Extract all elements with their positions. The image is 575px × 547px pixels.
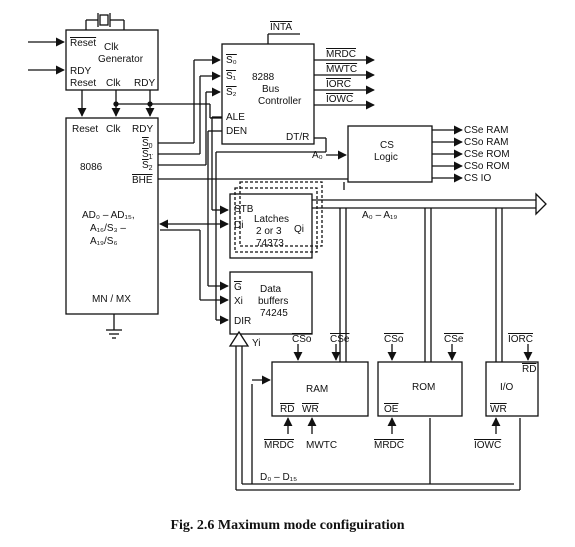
data-buffers-box bbox=[229, 271, 313, 335]
latches-box bbox=[229, 193, 313, 259]
bus-ctrl-ale-label: ALE bbox=[226, 112, 245, 123]
cs-out-2: CSo RAM bbox=[464, 137, 508, 148]
data-bus-label: D₀ – D₁₅ bbox=[260, 472, 297, 483]
buffers-line2: buffers bbox=[258, 296, 288, 307]
crystal-icon bbox=[85, 13, 125, 30]
rom-oe-label: OE bbox=[384, 404, 399, 415]
buffers-line1: Data bbox=[260, 284, 282, 295]
cmd-mwtc: MWTC bbox=[326, 64, 357, 75]
io-iorc-label: IORC bbox=[508, 334, 533, 345]
bus-ctrl-name-2: Bus bbox=[262, 84, 279, 95]
bus-ctrl-s1-label: S₁ bbox=[226, 71, 237, 82]
cpu-rdy-label: RDY bbox=[132, 124, 153, 135]
latches-line1: Latches bbox=[254, 214, 289, 225]
buffers-yi-label: Yi bbox=[252, 338, 261, 349]
bus-ctrl-den-label: DEN bbox=[226, 126, 247, 137]
cs-out-1: CSe RAM bbox=[464, 125, 508, 136]
cmd-iorc: IORC bbox=[326, 79, 351, 90]
clk-out-reset-label: Reset bbox=[70, 78, 96, 89]
cpu-clk-label: Clk bbox=[106, 124, 121, 135]
buffers-xi-label: Xi bbox=[234, 296, 243, 307]
ram-rd-label: RD bbox=[280, 404, 294, 415]
maximum-mode-diagram: Reset Clk Generator RDY Reset Clk RDY Re… bbox=[28, 13, 547, 491]
ram-cse-label: CSe bbox=[330, 334, 350, 345]
clk-reset-in-label: Reset bbox=[70, 38, 96, 49]
rom-name: ROM bbox=[412, 382, 435, 393]
latches-line3: 74373 bbox=[256, 238, 284, 249]
rom-cso-label: CSo bbox=[384, 334, 404, 345]
buffers-line3: 74245 bbox=[260, 308, 288, 319]
ram-cso-label: CSo bbox=[292, 334, 312, 345]
rom-box bbox=[377, 361, 463, 417]
io-wr-label: WR bbox=[490, 404, 507, 415]
address-bus-label: A₀ – A₁₉ bbox=[362, 210, 397, 221]
cpu-bhe-label: BHE bbox=[132, 175, 153, 186]
cs-logic-title-1: CS bbox=[380, 140, 394, 151]
cs-out-5: CS IO bbox=[464, 173, 491, 184]
io-rd-label: RD bbox=[522, 364, 536, 375]
cs-out-3: CSe ROM bbox=[464, 149, 510, 160]
bus-ctrl-name-3: Controller bbox=[258, 96, 302, 107]
bus-ctrl-dtr-label: DT/R bbox=[286, 132, 309, 143]
buffers-g-label: G bbox=[234, 282, 242, 293]
bus-ctrl-name-1: 8288 bbox=[252, 72, 275, 83]
clk-title-2: Generator bbox=[98, 54, 144, 65]
cpu-ad-line3: A₁₉/S₆ bbox=[90, 236, 118, 247]
cmd-iowc: IOWC bbox=[326, 94, 353, 105]
clk-out-rdy-label: RDY bbox=[134, 78, 155, 89]
bus-ctrl-s2-label: S₂ bbox=[226, 87, 237, 98]
cpu-s2-label: S2 bbox=[142, 160, 153, 172]
latches-line2: 2 or 3 bbox=[256, 226, 282, 237]
io-iowc-label: IOWC bbox=[474, 440, 501, 451]
figure-caption: Fig. 2.6 Maximum mode configuiration bbox=[170, 518, 405, 533]
cs-out-4: CSo ROM bbox=[464, 161, 510, 172]
cpu-s1-label: S1 bbox=[142, 149, 153, 161]
cmd-mrdc: MRDC bbox=[326, 49, 356, 60]
rom-mrdc-label: MRDC bbox=[374, 440, 404, 451]
latches-qi-label: Qi bbox=[294, 224, 304, 235]
latches-stb-label: STB bbox=[234, 204, 254, 215]
clock-generator-box bbox=[65, 29, 159, 91]
ground-icon bbox=[106, 314, 122, 339]
cpu-reset-label: Reset bbox=[72, 124, 98, 135]
rom-cse-label: CSe bbox=[444, 334, 464, 345]
cpu-ad-line1: AD₀ – AD₁₅, bbox=[82, 210, 135, 221]
io-name: I/O bbox=[500, 382, 514, 393]
cpu-mode-label: MN / MX bbox=[92, 294, 131, 305]
cpu-s0-label: S0 bbox=[142, 138, 153, 150]
latches-di-label: Di bbox=[234, 220, 243, 231]
cs-logic-title-2: Logic bbox=[374, 152, 398, 163]
ram-box bbox=[271, 361, 369, 417]
cpu-8086-box bbox=[65, 117, 159, 315]
cs-logic-input-label: A₀ bbox=[312, 150, 323, 161]
cpu-name: 8086 bbox=[80, 162, 103, 173]
cpu-ad-line2: A₁₆/S₃ – bbox=[90, 223, 126, 234]
bus-ctrl-s0-label: S₀ bbox=[226, 55, 237, 66]
ram-mwtc-label: MWTC bbox=[306, 440, 337, 451]
clk-rdy-in-label: RDY bbox=[70, 66, 91, 77]
clk-out-clk-label: Clk bbox=[106, 78, 121, 89]
bus-ctrl-inta-label: INTA bbox=[270, 22, 292, 33]
io-box bbox=[485, 361, 539, 417]
ram-mrdc-label: MRDC bbox=[264, 440, 294, 451]
buffers-dir-label: DIR bbox=[234, 316, 251, 327]
ram-name: RAM bbox=[306, 384, 328, 395]
clk-title-1: Clk bbox=[104, 42, 119, 53]
ram-wr-label: WR bbox=[302, 404, 319, 415]
